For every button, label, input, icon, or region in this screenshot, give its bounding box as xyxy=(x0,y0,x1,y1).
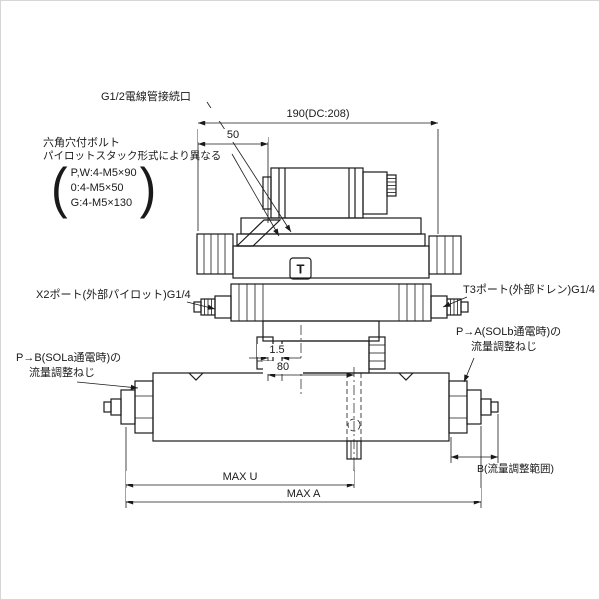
x2-port-fitting xyxy=(193,295,232,319)
dim-max-a: MAX A xyxy=(126,488,481,501)
bolt-spec-g: G:4-M5×130 xyxy=(70,196,133,209)
bolt-spec-list: ( P,W:4-M5×90 0:4-M5×50 G:4-M5×130 ) xyxy=(51,156,157,220)
electrical-connector xyxy=(362,171,397,215)
t3-port-fitting xyxy=(430,295,469,319)
label-conduit-port: G1/2電線管接続口 xyxy=(101,91,191,103)
label-pb-adjust-2: 流量調整ねじ xyxy=(29,367,95,379)
dim-gasket: 1.5 xyxy=(257,344,297,357)
label-hex-bolt-note: パイロットスタック形式により異なる xyxy=(43,150,222,162)
pilot-valve-body: T xyxy=(196,217,462,280)
label-x2-port: X2ポート(外部パイロット)G1/4 xyxy=(36,289,191,301)
label-pb-adjust-1: P→B(SOLa通電時)の xyxy=(16,352,122,364)
main-valve-body xyxy=(230,283,432,322)
solenoid-assembly xyxy=(262,167,364,219)
brand-mark: T xyxy=(297,262,305,277)
label-b-range: B(流量調整範囲) xyxy=(477,463,554,475)
flow-adjust-screw-right xyxy=(448,380,499,434)
label-pa-adjust-2: 流量調整ねじ xyxy=(471,341,537,353)
dim-max-u: MAX U xyxy=(126,471,354,484)
dimension-lines xyxy=(125,120,499,508)
bolt-spec-lines: P,W:4-M5×90 0:4-M5×50 G:4-M5×130 xyxy=(68,166,140,211)
bolt-spec-0: 0:4-M5×50 xyxy=(70,181,124,194)
label-pa-adjust-1: P→A(SOLb通電時)の xyxy=(456,326,562,338)
paren-open-char: ( xyxy=(51,156,68,220)
bolt-spec-pw: P,W:4-M5×90 xyxy=(70,166,137,179)
leader-lines xyxy=(76,101,475,390)
centerlines xyxy=(300,325,355,475)
dim-drain-offset: 80 xyxy=(263,361,303,374)
flow-adjust-screw-left xyxy=(103,380,154,434)
paren-close-char: ) xyxy=(139,156,157,220)
dim-overall-width: 190(DC:208) xyxy=(198,108,438,121)
label-t3-port: T3ポート(外部ドレン)G1/4 xyxy=(463,284,596,296)
dim-pilot-offset: 50 xyxy=(198,129,268,142)
label-hex-bolt: 六角穴付ボルト xyxy=(43,137,120,149)
